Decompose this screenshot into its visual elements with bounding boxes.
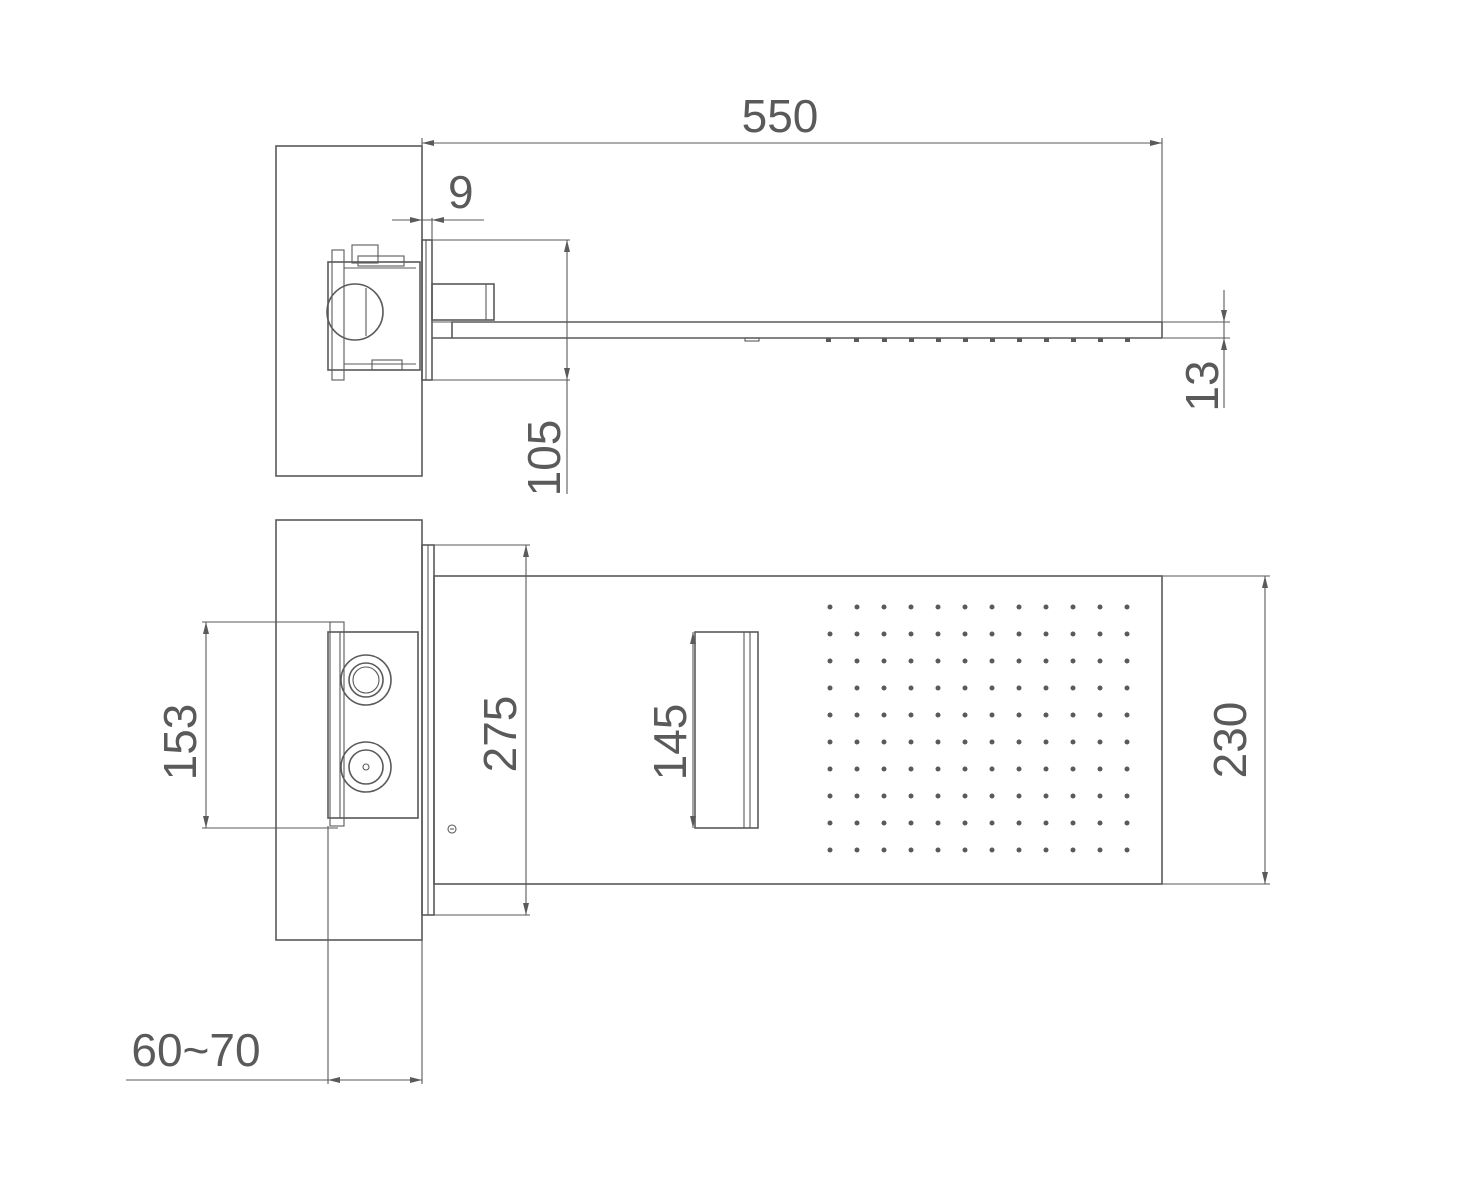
- valve-knob-upper: [340, 654, 392, 706]
- dim-13: 13: [1162, 290, 1230, 412]
- dim-153: 153: [154, 621, 338, 829]
- dim-text-230: 230: [1204, 702, 1256, 779]
- dim-230: 230: [1162, 575, 1270, 885]
- front-view: 153 275 145 230: [126, 519, 1270, 1084]
- wall-front: [275, 519, 423, 941]
- dim-text-550: 550: [742, 90, 819, 142]
- dim-145: 145: [644, 632, 696, 828]
- dim-text-9: 9: [448, 166, 474, 218]
- dim-550: 550: [421, 90, 1163, 322]
- dim-text-153: 153: [154, 704, 206, 781]
- dim-275: 275: [434, 544, 530, 916]
- brand-logo: [447, 824, 457, 834]
- wall-plate-side: [421, 239, 433, 381]
- shower-arm-side: [431, 283, 495, 321]
- valve-knob-lower: [340, 741, 392, 793]
- nozzles-side: [826, 338, 1130, 342]
- waterfall-spout: [694, 631, 759, 829]
- valve-body-side: [327, 261, 421, 371]
- shower-head-front: [433, 575, 1163, 885]
- dim-text-105: 105: [518, 420, 570, 497]
- valve-body-front: [327, 631, 419, 819]
- valve-knob-side: [326, 283, 384, 341]
- nozzle-grid: [827, 604, 1130, 853]
- dim-60-70: 60~70: [126, 826, 423, 1084]
- dim-text-275: 275: [474, 696, 526, 773]
- dim-9: 9: [392, 166, 484, 240]
- wall-side: [275, 145, 423, 477]
- dim-text-145: 145: [644, 704, 696, 781]
- dim-105: 105: [432, 239, 570, 497]
- dim-text-13: 13: [1176, 360, 1228, 411]
- side-view: 550 9 105 13: [275, 90, 1230, 497]
- dim-text-60-70: 60~70: [131, 1024, 260, 1076]
